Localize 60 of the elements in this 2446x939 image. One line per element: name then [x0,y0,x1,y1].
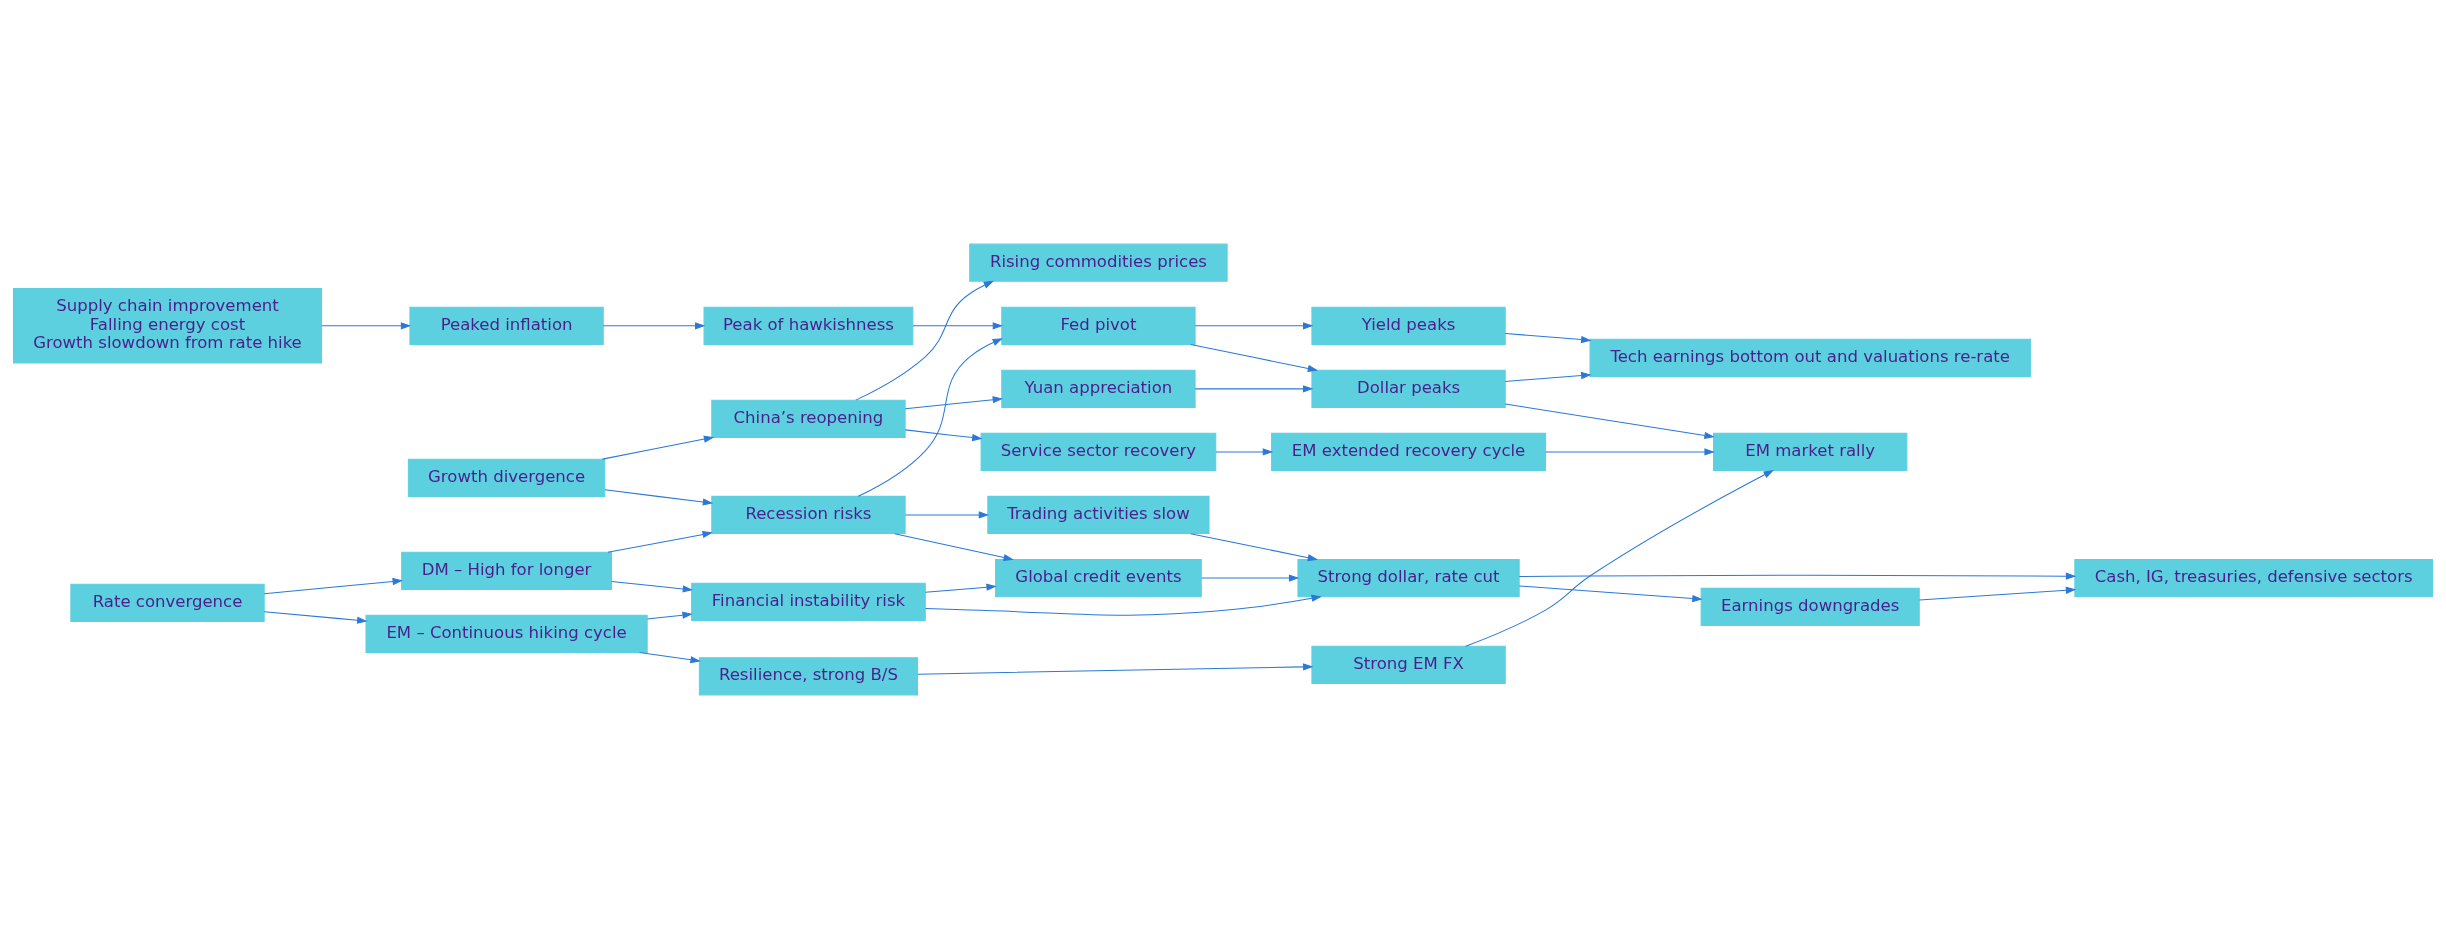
node-box: EM extended recovery cycle [1271,432,1547,472]
arrow [639,652,701,664]
node-box: Resilience, strong B/S [698,657,919,696]
arrow [602,322,706,330]
node-box: EM market rally [1713,432,1908,472]
node-box: EM – Continuous hiking cycle [365,614,648,653]
arrow [1201,574,1300,582]
arrow [1504,332,1592,344]
node-box: Recession risks [711,495,906,535]
node-box: Supply chain improvement Falling energy cost Growth slowdown from rate hike [12,288,323,364]
node-box: Peaked inflation [409,306,604,345]
arrow [611,581,694,593]
node-box: Rate convergence [70,583,265,622]
arrow [1194,322,1314,330]
node-box: Fed pivot [1001,306,1196,345]
node-box: Yuan appreciation [1001,369,1196,408]
arrow [904,396,1003,410]
node-box: Cash, IG, treasuries, defensive sectors [2074,558,2434,598]
node-box: Strong EM FX [1311,645,1506,684]
arrow [894,533,1014,562]
node-box: Dollar peaks [1311,369,1506,408]
arrow [1518,585,1703,603]
arrow [263,577,403,595]
arrow [607,530,713,553]
node-box: Trading activities slow [987,495,1210,535]
arrow [917,663,1314,675]
arrow [1518,572,2077,580]
arrow [1545,448,1715,456]
arrow [855,280,994,401]
arrow [1504,403,1715,439]
node-box: DM – High for longer [401,551,613,590]
arrow [1190,533,1319,562]
node-box: Global credit events [995,558,1202,598]
arrow [857,338,1003,497]
arrow [924,594,1322,616]
node-box: Growth divergence [407,458,606,497]
node-box: Strong dollar, rate cut [1297,558,1520,598]
node-box: Service sector recovery [980,432,1217,472]
arrow [1215,448,1274,456]
arrow [1918,586,2077,601]
arrow [1465,469,1774,647]
arrow [601,435,715,460]
arrow [263,611,368,624]
arrow [1190,343,1319,373]
node-box: Tech earnings bottom out and valuations re-rate [1589,338,2031,377]
arrow [904,429,983,442]
node-box: China’s reopening [711,399,906,438]
arrow [924,583,997,593]
arrow [321,322,412,330]
node-box: Rising commodities prices [969,243,1228,282]
node-box: Peak of hawkishness [703,306,914,345]
arrow [1194,385,1314,393]
arrow [1504,371,1592,382]
node-box: Earnings downgrades [1700,587,1920,627]
arrow [904,511,990,519]
node-box: Yield peaks [1311,306,1506,345]
arrow [604,489,714,506]
node-box: Financial instability risk [691,582,926,621]
arrow [646,611,693,620]
arrow [912,322,1004,330]
